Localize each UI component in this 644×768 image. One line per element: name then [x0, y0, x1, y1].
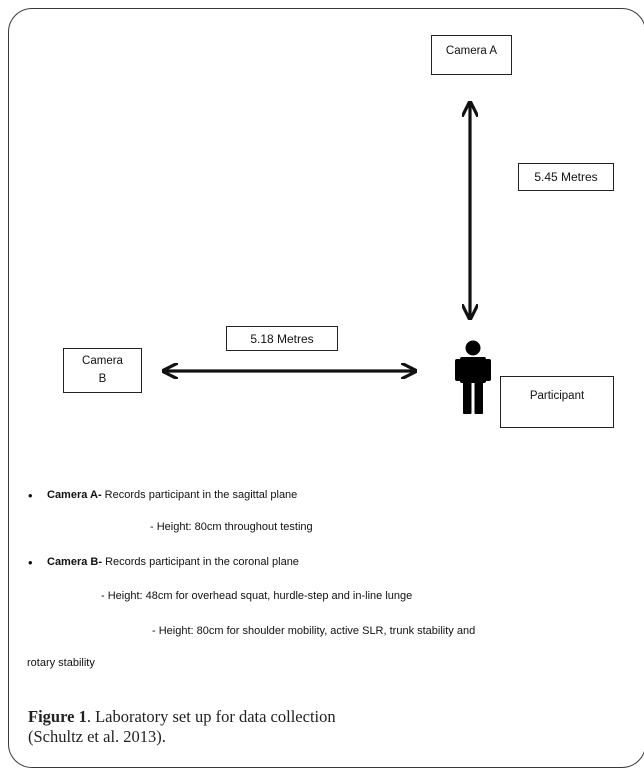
person-icon	[455, 340, 491, 414]
participant-label: Participant	[529, 390, 585, 402]
camera-a-height-note: - Height: 80cm throughout testing	[150, 521, 313, 533]
bullet-icon: •	[28, 488, 33, 503]
distance-a-label: 5.45 Metres	[534, 170, 598, 184]
camera-b-box: Camera B	[63, 348, 142, 393]
camera-a-note-label: Camera A-	[47, 489, 102, 501]
bullet-icon: •	[28, 555, 33, 570]
camera-b-height-note-2-cont: rotary stability	[27, 657, 95, 669]
camera-a-box: Camera A	[431, 35, 512, 75]
camera-b-note: Camera B- Records participant in the cor…	[47, 556, 299, 568]
camera-b-note-text: Records participant in the coronal plane	[102, 556, 299, 568]
caption-line2: (Schultz et al. 2013).	[28, 727, 166, 746]
camera-a-note-text: Records participant in the sagittal plan…	[101, 489, 298, 501]
distance-b-label: 5.18 Metres	[250, 332, 314, 346]
distance-a-label-box: 5.45 Metres	[518, 163, 614, 191]
camera-b-label-line1: Camera	[82, 354, 123, 367]
camera-b-height-note-1: - Height: 48cm for overhead squat, hurdl…	[101, 590, 413, 602]
camera-b-height-note-2: - Height: 80cm for shoulder mobility, ac…	[152, 625, 476, 637]
camera-a-label: Camera A	[445, 45, 498, 57]
diagram-canvas	[0, 0, 491, 414]
camera-b-label-line2: B	[98, 372, 107, 385]
caption-label: Figure 1	[28, 707, 87, 726]
camera-a-note: Camera A- Records participant in the sag…	[47, 489, 297, 501]
camera-b-note-label: Camera B-	[47, 556, 103, 568]
distance-b-label-box: 5.18 Metres	[226, 326, 338, 351]
caption-line1: . Laboratory set up for data collection	[86, 707, 336, 726]
participant-box: Participant	[500, 376, 614, 428]
figure-caption: Figure 1. Laboratory set up for data col…	[28, 707, 548, 747]
